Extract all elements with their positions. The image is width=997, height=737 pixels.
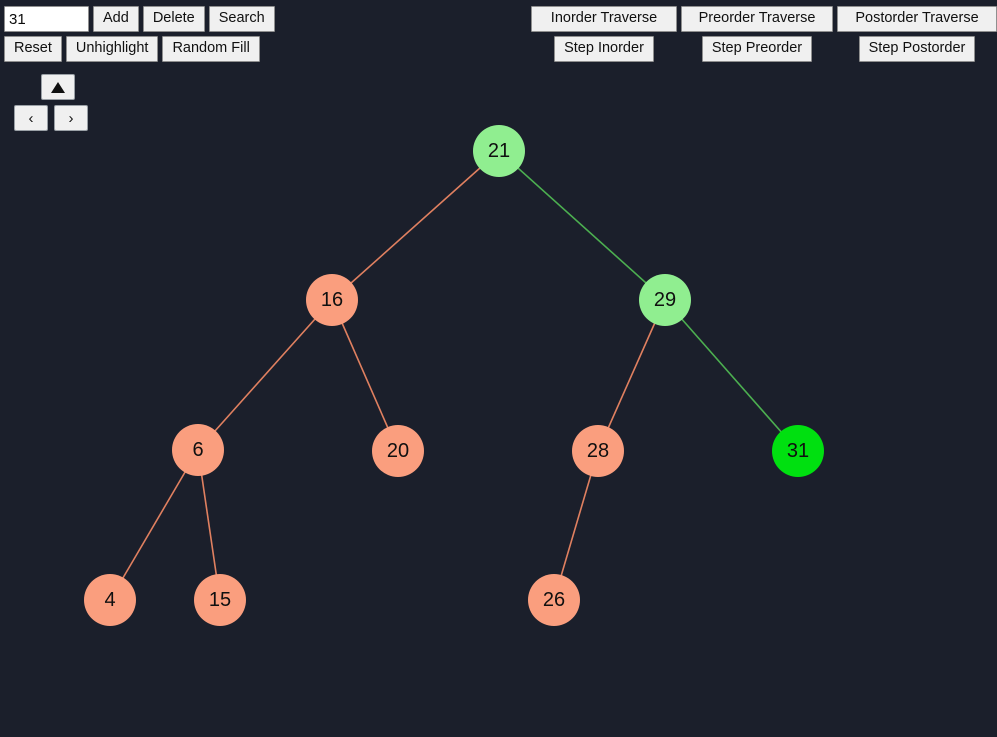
postorder-traverse-button[interactable]: Postorder Traverse — [837, 6, 997, 32]
add-button[interactable]: Add — [93, 6, 139, 32]
tree-node-label: 21 — [487, 139, 511, 162]
tree-node-label: 29 — [653, 288, 677, 311]
tree-node-label: 16 — [320, 288, 344, 311]
tree-node-20[interactable]: 20 — [372, 425, 424, 477]
unhighlight-button[interactable]: Unhighlight — [65, 36, 159, 62]
traversal-grid: Inorder Traverse Preorder Traverse Posto… — [531, 6, 997, 62]
tree-node-label: 26 — [542, 588, 566, 611]
chevron-left-icon: ‹ — [28, 109, 34, 127]
nav-right-button[interactable]: › — [54, 105, 88, 131]
toolbar-traversal-group: Inorder Traverse Preorder Traverse Posto… — [531, 6, 997, 62]
preorder-traverse-button[interactable]: Preorder Traverse — [681, 6, 833, 32]
tree-node-16[interactable]: 16 — [306, 274, 358, 326]
tree-node-15[interactable]: 15 — [194, 574, 246, 626]
nav-up-button[interactable] — [41, 74, 75, 100]
step-preorder-button[interactable]: Step Preorder — [701, 36, 813, 62]
triangle-up-icon — [51, 81, 65, 93]
toolbar-row-primary: Add Delete Search — [4, 6, 275, 32]
tree-navigation-pad: ‹ › — [13, 74, 103, 136]
toolbar-row-secondary: Reset Unhighlight Random Fill — [4, 36, 260, 62]
tree-node-31[interactable]: 31 — [772, 425, 824, 477]
value-input[interactable] — [4, 6, 89, 32]
inorder-traverse-button[interactable]: Inorder Traverse — [531, 6, 677, 32]
delete-button[interactable]: Delete — [142, 6, 205, 32]
tree-node-26[interactable]: 26 — [528, 574, 580, 626]
toolbar: Add Delete Search Reset Unhighlight Rand… — [0, 0, 997, 64]
reset-button[interactable]: Reset — [4, 36, 62, 62]
tree-node-label: 31 — [786, 439, 810, 462]
tree-node-28[interactable]: 28 — [572, 425, 624, 477]
random-fill-button[interactable]: Random Fill — [162, 36, 260, 62]
step-postorder-button[interactable]: Step Postorder — [858, 36, 976, 62]
tree-node-6[interactable]: 6 — [172, 424, 224, 476]
tree-node-label: 4 — [104, 588, 116, 611]
tree-node-4[interactable]: 4 — [84, 574, 136, 626]
step-inorder-button[interactable]: Step Inorder — [554, 36, 654, 62]
toolbar-left-group: Add Delete Search Reset Unhighlight Rand… — [4, 6, 275, 62]
tree-node-label: 15 — [208, 588, 232, 611]
tree-node-21[interactable]: 21 — [473, 125, 525, 177]
tree-node-label: 28 — [586, 439, 610, 462]
tree-node-label: 20 — [386, 439, 410, 462]
tree-node-label: 6 — [192, 438, 204, 461]
chevron-right-icon: › — [68, 109, 74, 127]
nav-left-button[interactable]: ‹ — [14, 105, 48, 131]
search-button[interactable]: Search — [208, 6, 275, 32]
tree-node-29[interactable]: 29 — [639, 274, 691, 326]
